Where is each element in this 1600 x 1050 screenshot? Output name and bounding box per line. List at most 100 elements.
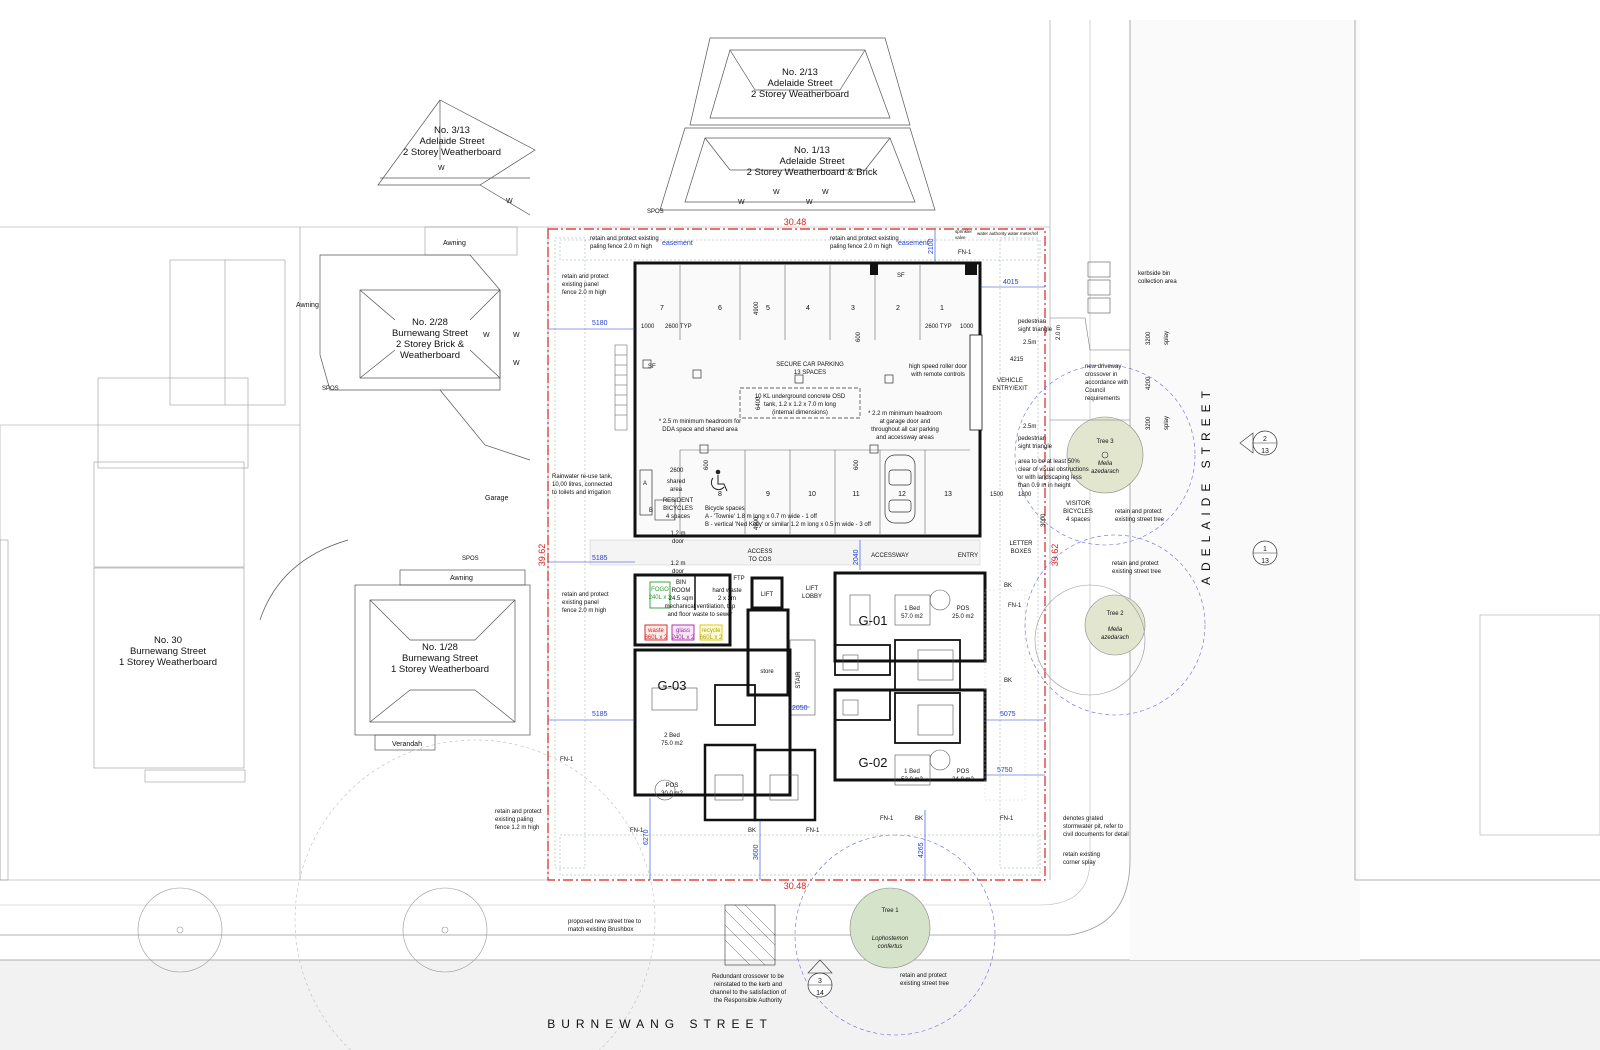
awning-label-3: Awning (450, 575, 473, 582)
unit-g03-id: G-03 (658, 678, 687, 693)
shared-area-1: shared (667, 479, 685, 485)
bin-room-title-2: ROOM (672, 588, 691, 594)
nb-3-13-street: Adelaide Street (420, 136, 485, 147)
tree-3-canopy (1014, 364, 1196, 546)
fn1-2: FN-1 (1008, 603, 1022, 609)
visitor-bicycles-3: 4 spaces (1066, 517, 1090, 523)
nb-30-street: Burnewang Street (130, 646, 206, 657)
bin-room-area: 24.5 sqm (669, 596, 694, 602)
nb-3-13-type: 2 Storey Weatherboard (403, 147, 501, 158)
dim-lines (548, 230, 1045, 880)
note-tree1-2: existing street tree (900, 981, 950, 987)
shared-area-2: area (670, 487, 683, 493)
house-2-13 (689, 37, 911, 126)
road-adelaide (0, 20, 1600, 960)
resident-bicycles-2: BICYCLES (663, 506, 693, 512)
sf-label-2: SF (897, 273, 905, 279)
tree-3-id: Tree 3 (1096, 439, 1114, 445)
note-fence-top1-b: paling fence 2.0 m high (590, 244, 652, 250)
sec-1-13-top: 1 (1263, 546, 1267, 553)
bicycle-a: A - 'Townie' 1.8 m long x 0.7 m wide - 1… (705, 514, 817, 520)
awning-label-2: Awning (296, 302, 319, 309)
dim-4265: 4265 (918, 842, 925, 858)
resident-bicycles-1: RESIDENT (663, 498, 694, 504)
note-rain-3: to toilets and irrigation (552, 490, 611, 496)
house-3-13 (377, 99, 536, 216)
dim-5185b: 5185 (592, 711, 608, 718)
dim-4900-b: 4900 (754, 516, 760, 530)
unit-g01-id: G-01 (859, 613, 888, 628)
tree-1-species2: confertus (878, 944, 903, 950)
tree-2-canopy (1024, 534, 1206, 716)
hard-waste-2: 2 x 2m (718, 596, 736, 602)
door-1: high speed roller door (909, 364, 967, 370)
note-crossover-3: accordance with (1085, 380, 1128, 386)
fn1-4: FN-1 (630, 828, 644, 834)
dim-3200-b: 3200 (1146, 416, 1152, 430)
door-1-2m-b2: door (672, 569, 684, 575)
note-clear-3: or with landscaping less (1018, 475, 1082, 481)
note-corner-2: corner splay (1063, 860, 1096, 866)
dim-5075: 5075 (1000, 711, 1016, 718)
bay-4: 4 (806, 305, 810, 312)
sec-3-14-bottom: 14 (816, 990, 824, 997)
easement-2: easement (898, 240, 929, 247)
headroom-4: at garage door and (880, 419, 931, 425)
note-redund-1: Redundant crossover to be (712, 974, 785, 980)
dim-1500: 1500 (990, 492, 1004, 498)
note-ped-4: sight triangle (1018, 444, 1053, 450)
entry: ENTRY (958, 553, 978, 559)
fn1-1: FN-1 (958, 250, 972, 256)
nb-1-28-street: Burnewang Street (402, 653, 478, 664)
dim-1000-a: 1000 (641, 324, 655, 330)
dim-2050: 2050 (792, 705, 808, 712)
visitor-bicycles-1: VISITOR (1066, 501, 1091, 507)
spos-label-2: SPOS (462, 556, 479, 562)
tree-1-species: Lophostemon (872, 936, 909, 942)
neighbour-boundaries (0, 20, 1051, 881)
house-2-28 (319, 254, 531, 461)
note-crossover-4: Council (1085, 388, 1105, 394)
note-storm-3: civil documents for detail (1063, 832, 1129, 838)
headroom-2: DDA space and shared area (662, 427, 738, 433)
nb-2-28-street: Burnewang Street (392, 328, 468, 339)
window-w-8: W (513, 332, 520, 339)
note-fence-left2-a: retain and protect (562, 592, 609, 598)
street-adelaide: ADELAIDE STREET (1199, 385, 1213, 585)
dim-1800: 1800 (1018, 492, 1032, 498)
note-redund-2: reinstated to the kerb and (714, 982, 782, 988)
other-trees (137, 584, 1146, 1050)
rack-a: A (643, 481, 647, 487)
bay-10: 10 (808, 491, 816, 498)
note-crossover-2: crossover in (1085, 372, 1117, 378)
dim-4200: 4200 (1146, 376, 1152, 390)
road-burnewang (0, 904, 1600, 1050)
note-fence-left1-c: fence 2.0 m high (562, 290, 606, 296)
bin-room-mech-2: and floor waste to sewer (667, 612, 732, 618)
door-2: with remote controls (910, 372, 965, 378)
dim-2-5m-b: 2.5m (1023, 424, 1036, 430)
note-storm-1: denotes grated (1063, 816, 1103, 822)
dim-600-c: 600 (704, 459, 710, 470)
waste-1: waste (647, 628, 664, 634)
fogo-1: FOGO (651, 587, 669, 593)
letter-boxes-1: LETTER (1009, 541, 1033, 547)
section-marker-1-13 (1252, 540, 1278, 566)
window-w-3: W (738, 199, 745, 206)
dim-3600: 3600 (753, 844, 760, 860)
access-cos-1: ACCESS (748, 549, 773, 555)
dim-4215: 4215 (1010, 357, 1024, 363)
note-rain-1: Rainwater re-use tank, (552, 474, 613, 480)
note-corner-1: retain existing (1063, 852, 1100, 858)
note-clear-1: area to be at least 50% (1018, 459, 1080, 465)
furniture (651, 589, 954, 801)
note-kerb-1: kerbside bin (1138, 271, 1170, 277)
note-crossover-5: requirements (1085, 396, 1120, 402)
tank-1: 10 KL underground concrete OSD (755, 394, 846, 400)
house-1-28 (259, 539, 531, 751)
bicycle-b: B - vertical 'Ned Kelly' or similar 1.2 … (705, 522, 871, 528)
window-w-6: W (822, 189, 829, 196)
sec-3-14-top: 3 (818, 978, 822, 985)
sf-label-1: SF (648, 364, 656, 370)
unit-g02-id: G-02 (859, 755, 888, 770)
